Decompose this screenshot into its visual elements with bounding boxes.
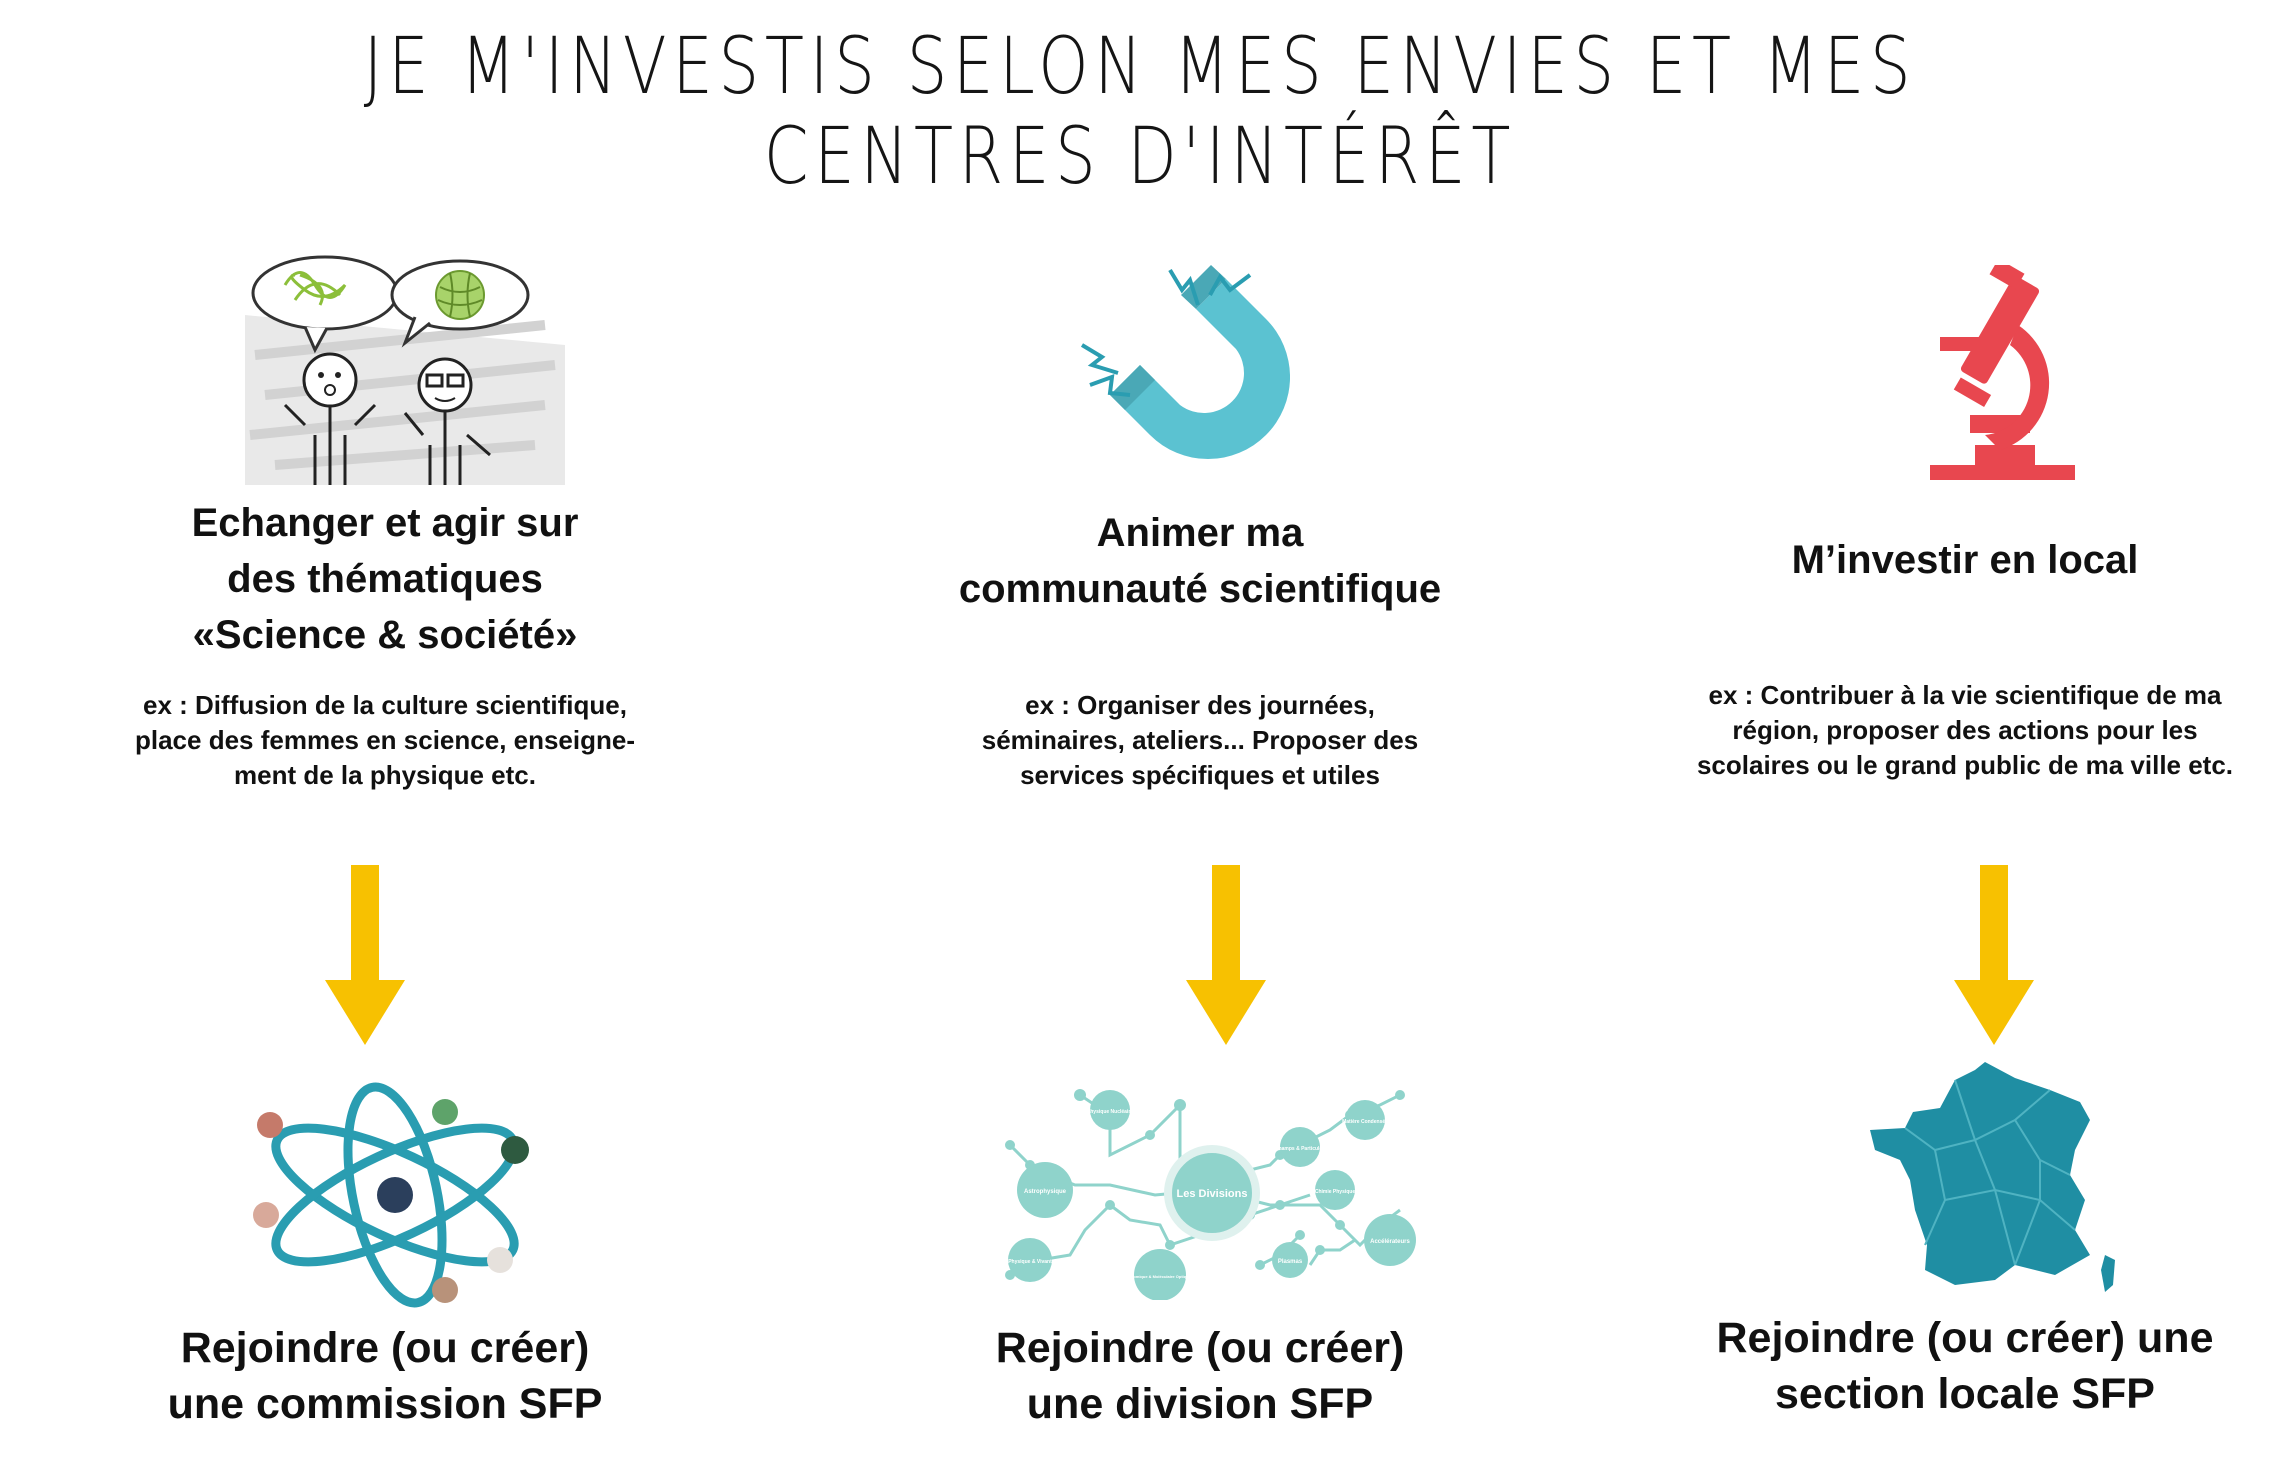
network-label-accelerateurs: Accélérateurs bbox=[1370, 1239, 1410, 1245]
column-local: M’investir en local ex : Contribuer à la… bbox=[1650, 0, 2280, 1469]
network-label-plasmas: Plasmas bbox=[1278, 1259, 1303, 1265]
page-title: Je m'investis selon mes envies et mes ce… bbox=[363, 22, 1917, 202]
column-division: Animer ma communauté scientifique ex : O… bbox=[880, 0, 1520, 1469]
arrow-down-icon bbox=[325, 865, 405, 1045]
network-label-vivant: Physique & Vivant bbox=[1008, 1259, 1052, 1265]
atom-icon bbox=[250, 1080, 540, 1310]
example-commission: ex : Diffusion de la culture scientifiqu… bbox=[134, 690, 636, 790]
network-label-center: Les Divisions bbox=[1177, 1188, 1248, 1200]
network-label-chimie: Chimie Physique bbox=[1315, 1189, 1356, 1195]
column-commission: Echanger et agir sur des thématiques «Sc… bbox=[60, 0, 710, 1469]
heading-local: M’investir en local bbox=[1791, 538, 2139, 582]
example-local: ex : Contribuer à la vie scientifique de… bbox=[1696, 680, 2234, 780]
network-label-astrophysique: Astrophysique bbox=[1024, 1189, 1067, 1195]
france-map-icon bbox=[1865, 1060, 2120, 1300]
join-local-text: Rejoindre (ou créer) une section locale … bbox=[1716, 1314, 2214, 1418]
people-talking-icon bbox=[245, 255, 565, 485]
magnet-icon bbox=[1080, 265, 1291, 475]
arrow-down-icon bbox=[1186, 865, 1266, 1045]
join-commission-text: Rejoindre (ou créer) une commission SFP bbox=[167, 1324, 603, 1428]
divisions-network-icon: Les Divisions Physique Nucléaire Astroph… bbox=[980, 1075, 1440, 1301]
microscope-icon bbox=[1930, 258, 2085, 480]
example-division: ex : Organiser des journées, séminaires,… bbox=[981, 690, 1419, 790]
network-label-matiere: Matière Condensée bbox=[1342, 1119, 1388, 1125]
network-label-nucleaire: Physique Nucléaire bbox=[1087, 1109, 1133, 1115]
network-label-atomique: Atomique & Moléculaire Optique bbox=[1129, 1274, 1192, 1279]
network-label-champs: Champs & Particules bbox=[1275, 1146, 1325, 1152]
heading-commission: Echanger et agir sur des thématiques «Sc… bbox=[191, 501, 579, 657]
arrow-down-icon bbox=[1954, 865, 2034, 1045]
heading-division: Animer ma communauté scientifique bbox=[958, 511, 1442, 611]
join-division-text: Rejoindre (ou créer) une division SFP bbox=[995, 1324, 1405, 1428]
